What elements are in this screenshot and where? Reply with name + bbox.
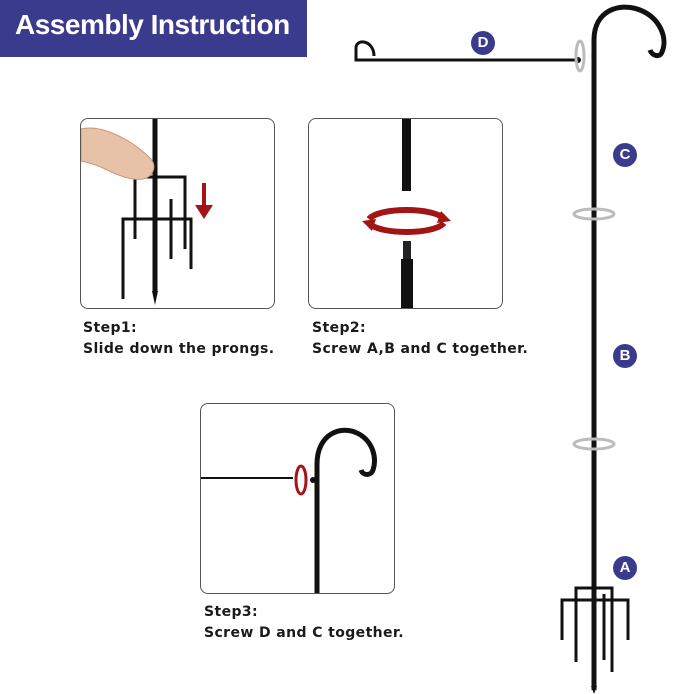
step1-description: Slide down the prongs. bbox=[83, 341, 275, 357]
title-banner: Assembly Instruction bbox=[0, 0, 307, 57]
step2-description: Screw A,B and C together. bbox=[312, 341, 529, 357]
step3-text: Step3: Screw D and C together. bbox=[204, 602, 404, 644]
page-title: Assembly Instruction bbox=[15, 9, 290, 40]
step3-title: Step3: bbox=[204, 604, 259, 620]
part-d-badge: D bbox=[471, 31, 495, 55]
step2-text: Step2: Screw A,B and C together. bbox=[312, 318, 528, 360]
step1-title: Step1: bbox=[83, 320, 138, 336]
step1-illustration bbox=[80, 118, 275, 309]
part-c-badge: C bbox=[613, 143, 637, 167]
step2-illustration bbox=[308, 118, 503, 309]
step1-text: Step1: Slide down the prongs. bbox=[83, 318, 275, 360]
part-a-badge: A bbox=[613, 556, 637, 580]
step3-illustration bbox=[200, 403, 395, 594]
part-b-badge: B bbox=[613, 344, 637, 368]
step3-description: Screw D and C together. bbox=[204, 625, 404, 641]
step2-title: Step2: bbox=[312, 320, 367, 336]
